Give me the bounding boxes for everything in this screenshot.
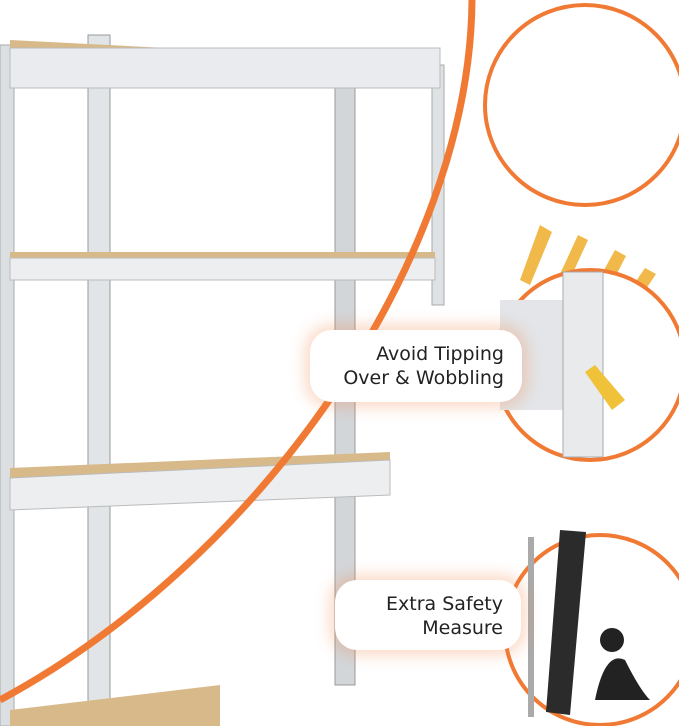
callout-avoid-tipping: Avoid Tipping Over & Wobbling	[310, 330, 522, 402]
safety-strap-detail	[503, 530, 679, 726]
callout-line: Extra Safety	[386, 593, 503, 615]
callout-extra-safety: Extra Safety Measure	[335, 580, 521, 650]
child-silhouette-icon	[600, 628, 624, 652]
callout-line: Avoid Tipping	[376, 343, 504, 365]
wall-anchor-detail	[493, 268, 679, 462]
callout-line: Measure	[422, 617, 503, 639]
callout-line: Over & Wobbling	[343, 367, 504, 389]
